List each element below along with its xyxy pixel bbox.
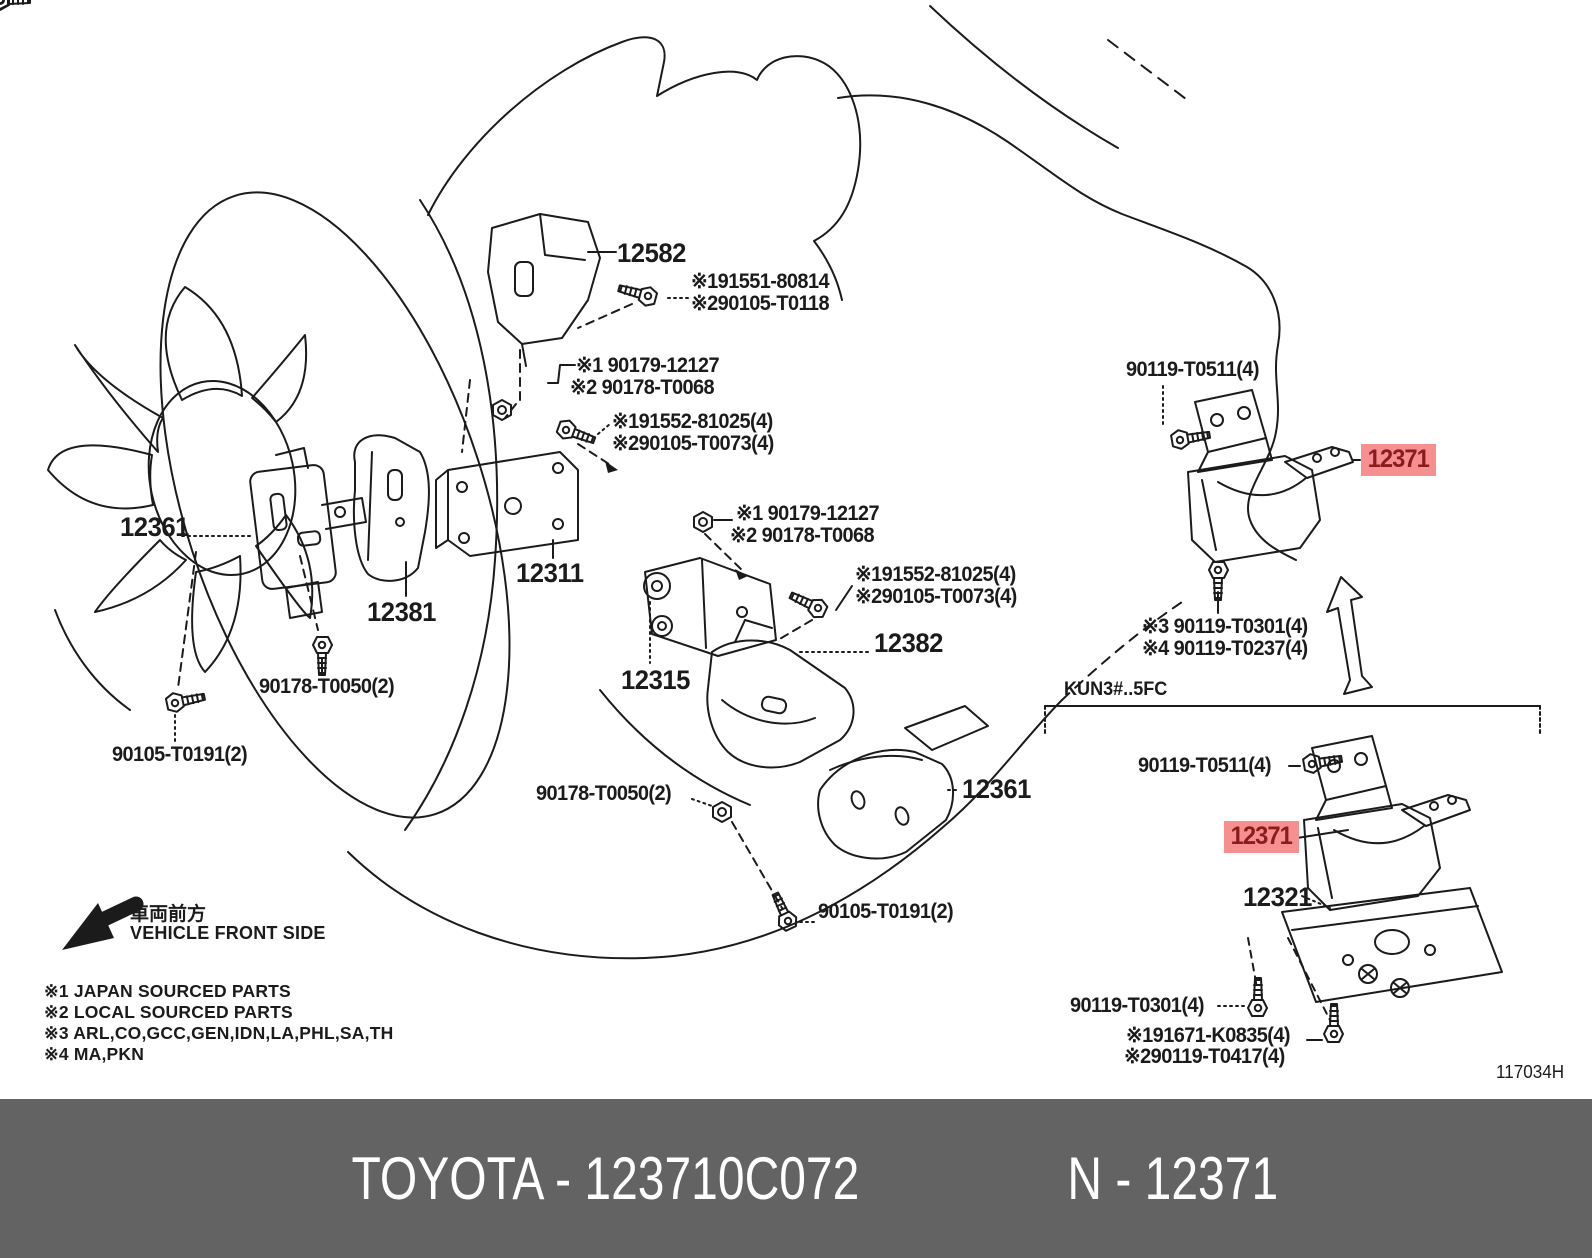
part-label-191551-80814: ※191551-80814 [691,270,830,293]
part-label-290105-T0118: ※290105-T0118 [691,292,830,315]
vehicle-front-label-jp: 車両前方 [130,904,207,925]
part-12321-drawing [1247,887,1503,1021]
highlighted-part-label-12371-bottom[interactable]: 12371 [1224,821,1299,853]
part-label-290105-T0073-a: ※290105-T0073(4) [612,432,774,455]
part-label-90119-T0301: 90119-T0301(4) [1070,994,1205,1017]
footer-bar: TOYOTA - 123710C072 N - 12371 [0,1099,1592,1258]
part-12315-drawing [643,557,777,664]
part-label-90178-T0050-a: 90178-T0050(2) [259,675,395,698]
part-label-12382: 12382 [874,628,943,658]
part-label-290119-T0417: ※290119-T0417(4) [1124,1045,1285,1068]
part-label-90119-T0511-a: 90119-T0511(4) [1126,358,1259,381]
part-12361-right-drawing [817,705,989,860]
part-label-191552-81025-b: ※191552-81025(4) [855,563,1016,586]
part-label-90179-12127-b: ※1 90179-12127 [736,502,880,525]
part-label-90179-12127-a: ※1 90179-12127 [576,354,720,377]
part-label-90178-T0050-b: 90178-T0050(2) [536,782,672,805]
footer-part-code: TOYOTA - 123710C072 [351,1145,860,1212]
vehicle-front-label-en: VEHICLE FRONT SIDE [130,923,326,943]
footer-part-number: N - 12371 [1067,1145,1278,1212]
part-label-191552-81025-a: ※191552-81025(4) [612,410,773,433]
leader-lines [174,297,1323,1041]
part-label-12361-left: 12361 [120,512,189,542]
part-12381-drawing [352,434,430,597]
part-label-12311: 12311 [516,558,584,588]
part-label-90105-T0191-a: 90105-T0191(2) [112,743,248,766]
part-label-12582: 12582 [617,238,686,268]
part-12371-bottom-drawing [1296,735,1471,911]
bolt-icons [0,0,1345,1043]
diagram-line-art [0,0,1541,1043]
part-label-12361-right: 12361 [962,774,1031,804]
engine-outline-drawing [54,5,1297,960]
part-label-12381: 12381 [367,597,436,627]
part-label-90119-T0237-note4: ※4 90119-T0237(4) [1142,637,1308,660]
part-label-90178-T0068-a: ※2 90178-T0068 [570,376,715,399]
drawing-number: 117034H [1496,1062,1565,1082]
part-label-290105-T0073-b: ※290105-T0073(4) [855,585,1017,608]
variant-label-kun3: KUN3#..5FC [1064,679,1168,700]
part-label-12315: 12315 [621,665,690,695]
part-12371-top-drawing [1187,389,1361,563]
part-12311-drawing [435,451,579,559]
vehicle-front-arrow-icon [62,896,144,950]
part-label-90105-T0191-b: 90105-T0191(2) [818,900,954,923]
highlighted-part-label-12371-top[interactable]: 12371 [1361,444,1436,476]
part-label-90119-T0301-note3: ※3 90119-T0301(4) [1142,615,1308,638]
fan-drawing [47,286,314,673]
note-line-3: ※3 ARL,CO,GCC,GEN,IDN,LA,PHL,SA,TH [44,1023,394,1043]
note-line-1: ※1 JAPAN SOURCED PARTS [44,981,291,1001]
part-label-12321: 12321 [1243,882,1312,912]
part-12382-drawing [706,619,869,769]
part-label-90178-T0068-b: ※2 90178-T0068 [730,524,875,547]
legend-notes: ※1 JAPAN SOURCED PARTS ※2 LOCAL SOURCED … [44,981,393,1065]
part-label-191671-K0835: ※191671-K0835(4) [1126,1024,1291,1047]
part-12361-left-drawing [181,447,367,619]
part-12582-drawing [487,213,617,367]
note-line-4: ※4 MA,PKN [44,1044,145,1064]
note-line-2: ※2 LOCAL SOURCED PARTS [44,1002,293,1022]
variant-bracket [1044,705,1541,734]
direction-up-arrow-icon [1326,576,1373,695]
part-label-90119-T0511-b: 90119-T0511(4) [1138,754,1271,777]
